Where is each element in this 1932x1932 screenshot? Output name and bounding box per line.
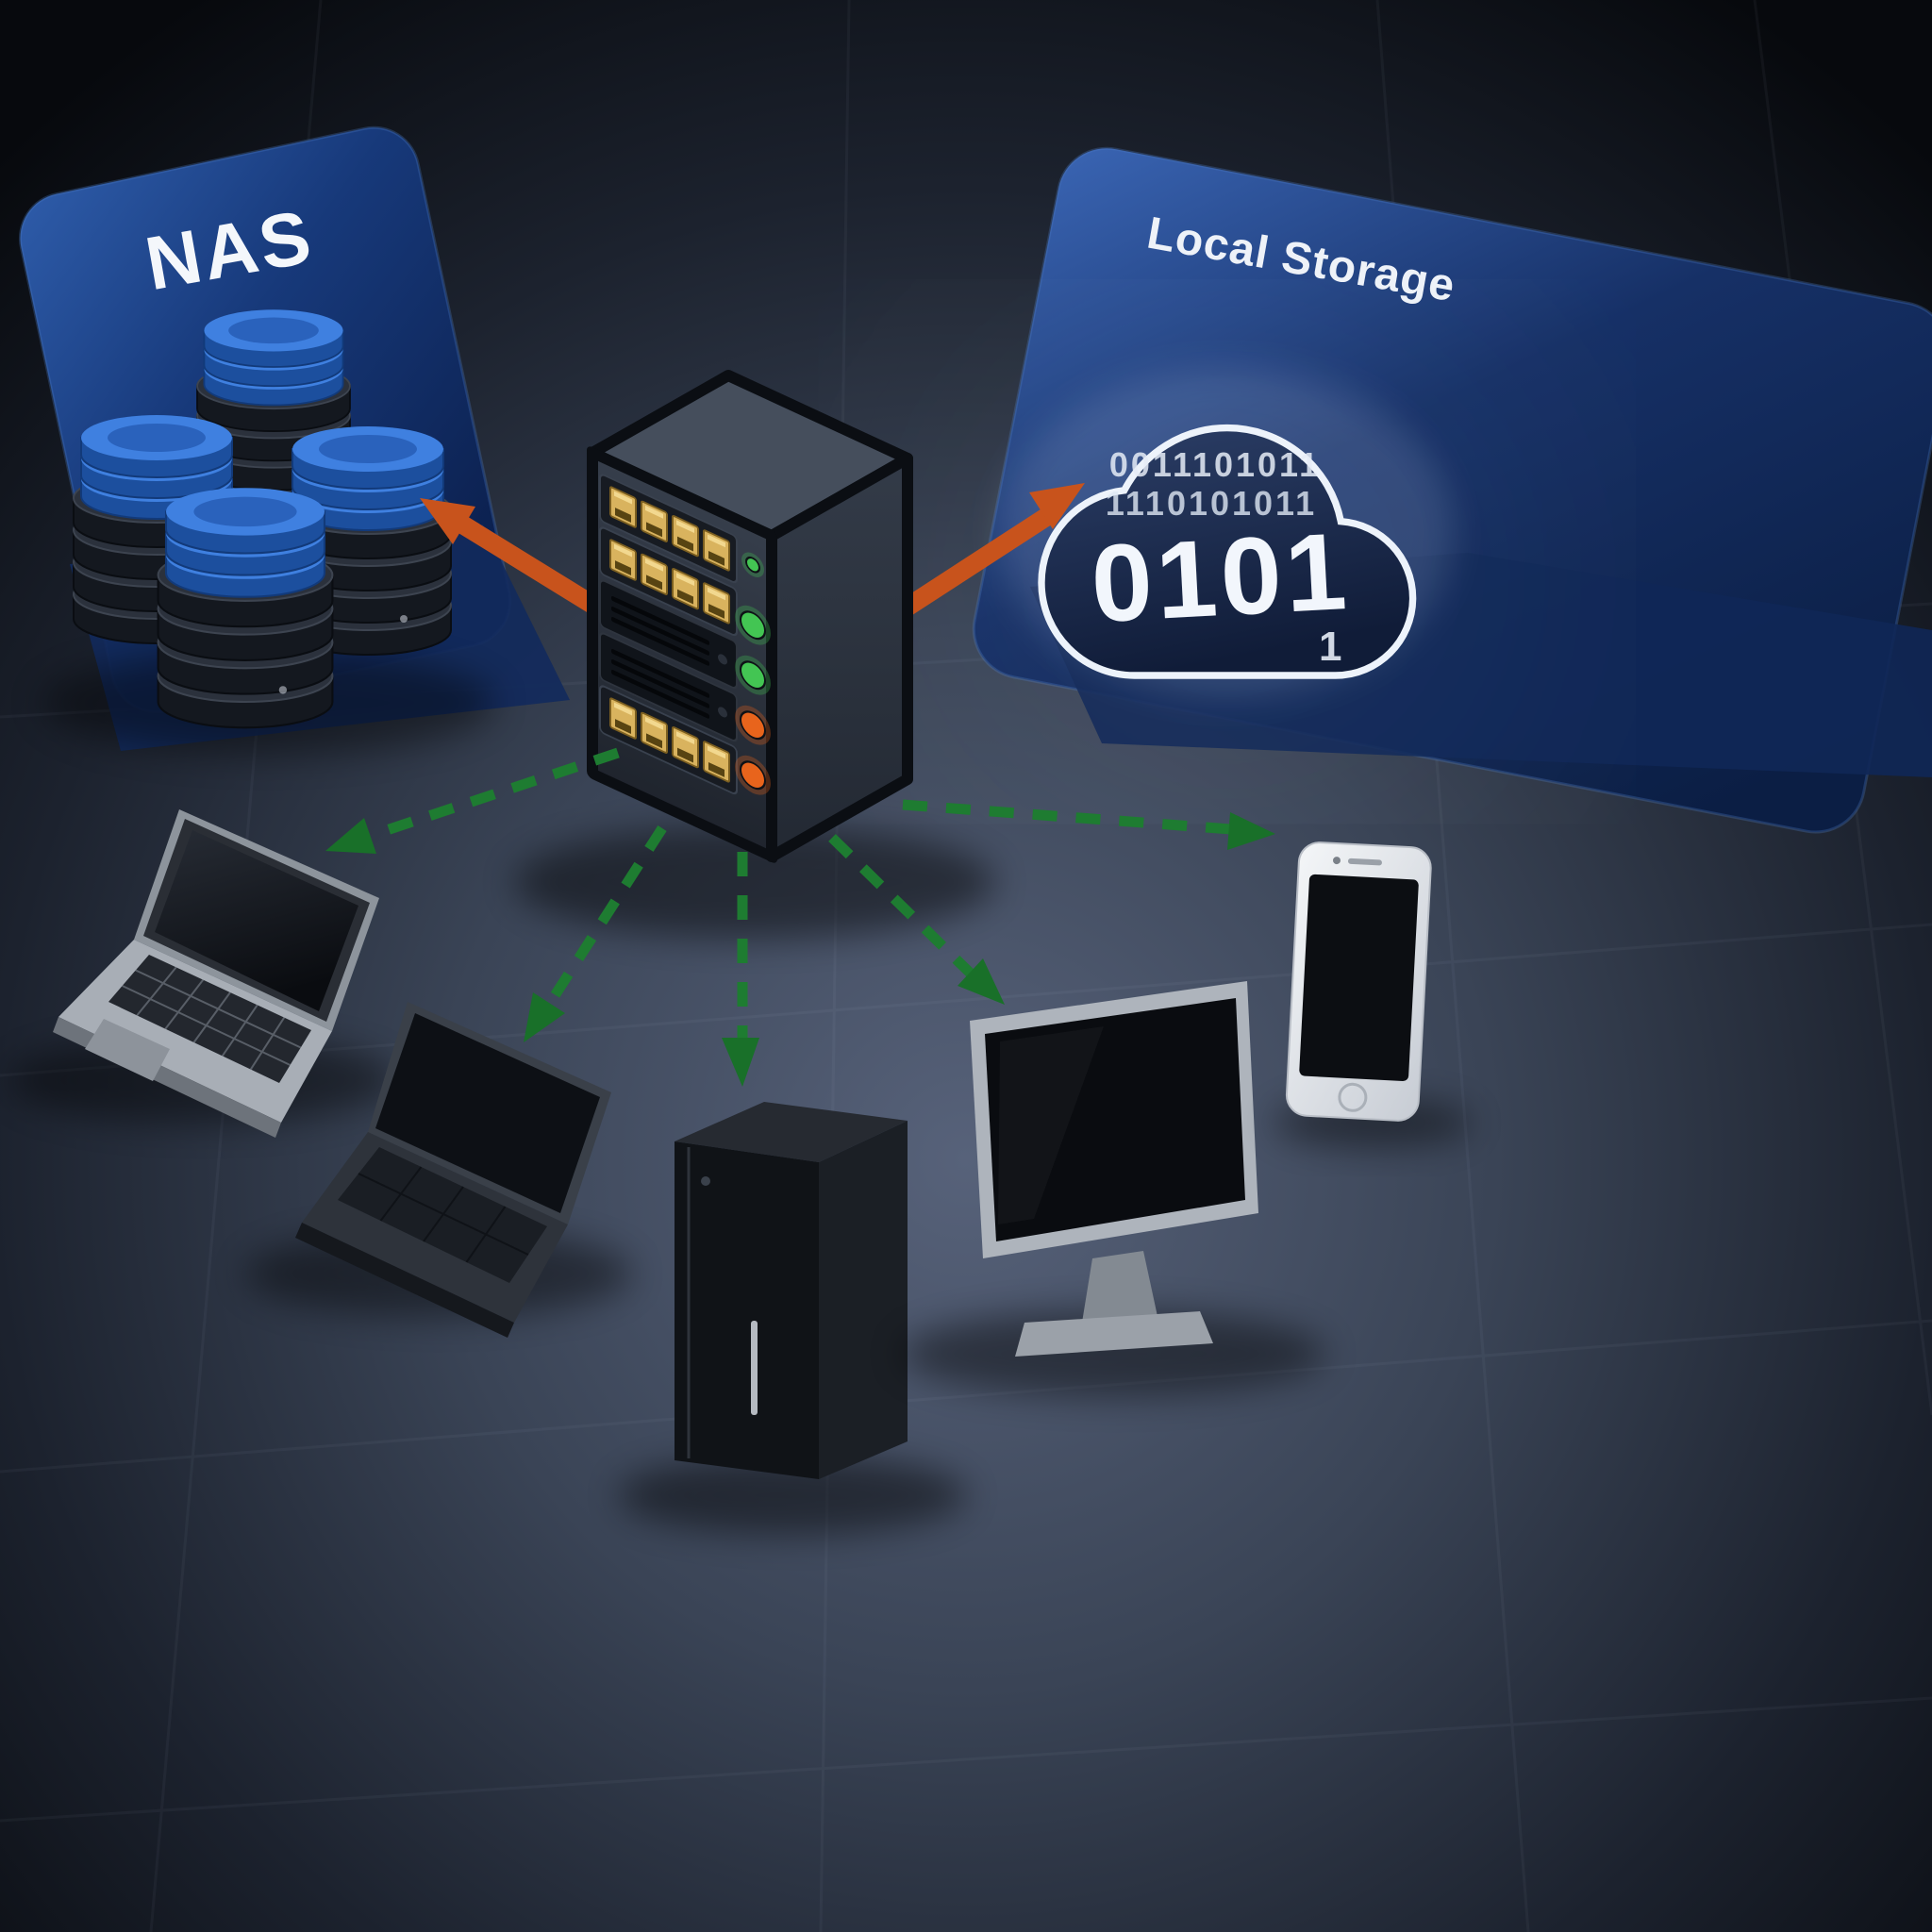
arrowhead xyxy=(524,992,565,1042)
arrow-to-desktop-tower xyxy=(722,852,759,1087)
arrow-to-laptop-1 xyxy=(325,747,620,854)
tower-front-face xyxy=(675,1141,819,1479)
arrowhead xyxy=(722,1038,759,1087)
led-green xyxy=(740,610,766,641)
monitor-stand xyxy=(1081,1251,1158,1328)
power-button xyxy=(701,1176,710,1186)
arrow-to-laptop-2 xyxy=(524,825,667,1042)
nas-server xyxy=(514,370,995,939)
laptop-keyboard xyxy=(108,955,311,1083)
arrowhead xyxy=(325,818,376,854)
arrow-to-cloud xyxy=(898,483,1085,618)
desktop-tower xyxy=(618,1102,967,1535)
binary-big: 0101 xyxy=(1089,509,1353,645)
monitor-screen xyxy=(985,998,1245,1241)
client-links xyxy=(325,747,1275,1087)
led-green-small xyxy=(745,556,760,574)
binary-row-2: 1110101011 xyxy=(1106,484,1317,523)
phone-screen xyxy=(1299,874,1419,1082)
led-orange xyxy=(740,760,766,791)
binary-row-1: 0011101011 xyxy=(1109,445,1321,484)
drive-slot xyxy=(751,1321,758,1415)
server-side-face xyxy=(766,453,913,862)
arrow-to-monitor xyxy=(828,834,1005,1005)
tower-side-face xyxy=(819,1121,908,1479)
arrowhead xyxy=(420,498,475,544)
cloud-shape-icon xyxy=(1038,424,1417,679)
nas-disk-array xyxy=(42,309,495,755)
status-leds xyxy=(735,552,771,795)
monitor-base xyxy=(1015,1311,1213,1357)
led-green xyxy=(740,660,766,691)
binary-fragment: 1 xyxy=(1319,624,1341,670)
arrow-to-smartphone xyxy=(902,799,1275,850)
smartphone xyxy=(1274,841,1472,1147)
binary-cloud: 0011101011 1110101011 0101 1 xyxy=(1000,368,1453,698)
home-button xyxy=(1338,1082,1368,1112)
disk-stack xyxy=(158,488,333,727)
monitor xyxy=(901,981,1325,1397)
led-orange xyxy=(740,710,766,741)
arrowhead xyxy=(1227,812,1275,850)
server-front-face xyxy=(587,446,777,863)
arrowhead xyxy=(958,958,1005,1005)
earpiece xyxy=(1347,858,1382,866)
laptop-1 xyxy=(9,809,396,1138)
tower-top-face xyxy=(675,1102,908,1162)
arrowhead xyxy=(1029,483,1085,529)
laptop-trackpad xyxy=(85,1019,170,1081)
front-camera xyxy=(1333,857,1341,865)
laptop-2 xyxy=(245,1002,632,1338)
